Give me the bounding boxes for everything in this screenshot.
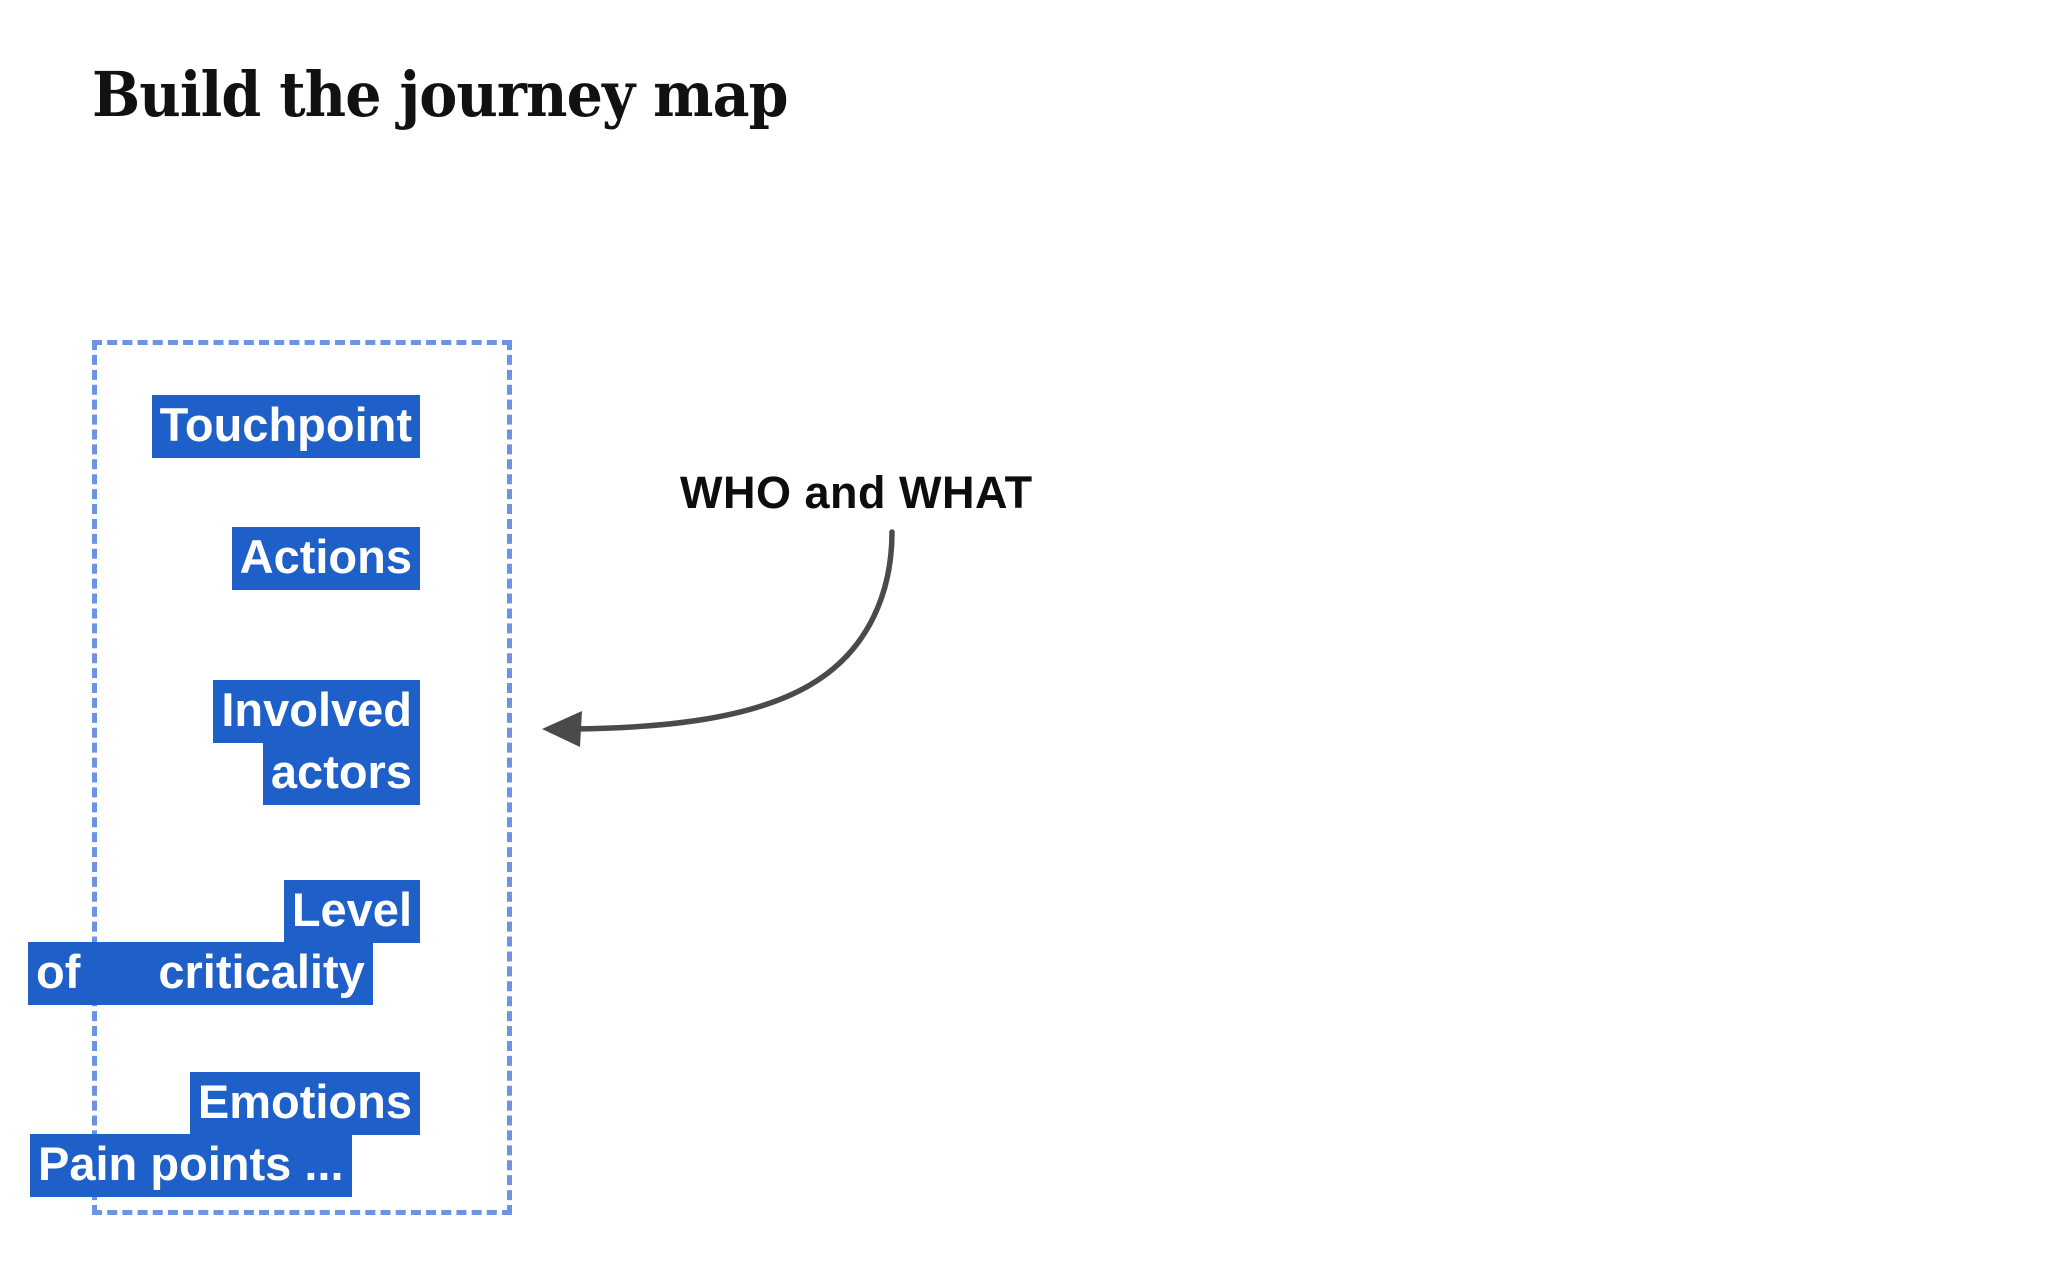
arrow-curve-path xyxy=(569,529,895,732)
journey-item-involved-actors-line2: actors xyxy=(0,742,495,805)
journey-map-dashed-container xyxy=(92,340,512,1215)
page-title: Build the journey map xyxy=(92,58,788,131)
journey-item-emotions-label: Emotions xyxy=(189,1072,420,1135)
journey-item-involved-label: Involved xyxy=(213,680,420,743)
journey-item-level-of-criticality-line2: of criticality xyxy=(28,942,420,1005)
journey-item-actions: Actions xyxy=(0,527,508,590)
arrow-head-shape xyxy=(542,711,582,747)
journey-item-emotions: Emotions xyxy=(0,1072,475,1135)
journey-item-actions-label: Actions xyxy=(231,527,420,590)
journey-item-touchpoint: Touchpoint xyxy=(0,395,472,458)
journey-item-pain-points: Pain points ... xyxy=(30,1134,422,1197)
journey-item-level-of-criticality-line1: Level xyxy=(0,880,505,943)
curved-arrow-icon xyxy=(542,529,895,747)
journey-item-of-label: of xyxy=(36,945,81,998)
journey-item-criticality-label: criticality xyxy=(158,945,365,998)
callout-label-who-and-what: WHO and WHAT xyxy=(680,467,1033,518)
journey-item-level-label: Level xyxy=(283,880,420,943)
journey-item-touchpoint-label: Touchpoint xyxy=(151,395,420,458)
journey-item-pain-points-label: Pain points ... xyxy=(30,1134,352,1197)
journey-item-actors-label: actors xyxy=(262,742,420,805)
journey-item-of-criticality-label: of criticality xyxy=(28,942,373,1005)
journey-item-involved-actors-line1: Involved xyxy=(0,680,468,743)
